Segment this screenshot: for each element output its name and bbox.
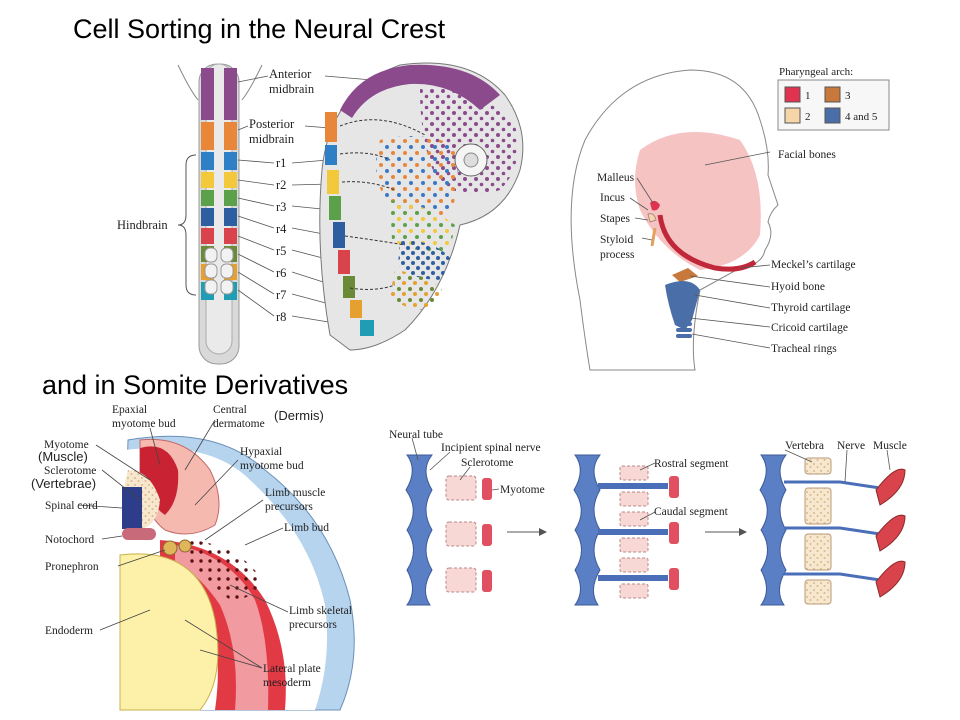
label-facial-bones: Facial bones: [778, 149, 836, 161]
legend-swatch-3: [824, 86, 841, 103]
label-r6: r6: [276, 266, 286, 280]
styloid-shape: [650, 227, 657, 247]
label-rostral-segment: Rostral segment: [654, 458, 729, 470]
myotome-blocks-stage2: [669, 476, 679, 590]
label-malleus: Malleus: [597, 172, 635, 184]
hyoid-shape: [672, 268, 698, 282]
legend-label-3: 3: [845, 90, 851, 102]
annotation-muscle: (Muscle): [38, 449, 88, 464]
somite-bumps: [204, 247, 234, 295]
label-hindbrain: Hindbrain: [117, 218, 168, 232]
posterior-midbrain-band-left: [201, 122, 214, 150]
embryo-outline: [177, 64, 263, 101]
neural-crest-diagram: Anterior midbrain Posterior midbrain Hin…: [117, 62, 524, 365]
pharyngeal-legend: Pharyngeal arch: 1 3 2 4 and 5: [777, 66, 890, 131]
label-r7: r7: [276, 288, 286, 302]
label-sclerotome-spinal: Sclerotome: [461, 457, 513, 469]
label-hypaxial: Hypaxial myotome bud: [240, 446, 304, 472]
neural-tube-stage3: [759, 454, 788, 606]
label-pronephron: Pronephron: [45, 561, 99, 573]
pharyngeal-diagram: Pharyngeal arch: 1 3 2 4 and 5 Facial bo…: [570, 66, 890, 371]
label-lateral-plate: Lateral plate mesoderm: [263, 663, 324, 689]
label-tracheal: Tracheal rings: [771, 343, 837, 355]
neural-tube-stage1: [405, 454, 434, 606]
vertebrae-stage3: [804, 457, 832, 605]
spinal-leaders: [411, 437, 891, 521]
tracheal-rings-shape: [676, 322, 692, 338]
legend-swatch-1: [784, 86, 801, 103]
label-incus: Incus: [600, 192, 625, 204]
annotation-vertebrae: (Vertebrae): [31, 476, 96, 491]
embryo-side-view: [319, 62, 524, 351]
label-r2: r2: [276, 178, 286, 192]
nerves-stage2: [598, 483, 668, 581]
malleus-shape: [650, 200, 660, 211]
label-incipient-spinal-nerve: Incipient spinal nerve: [441, 442, 541, 454]
nerves-stage3: [784, 480, 881, 582]
spinal-nerve-diagram: Neural tube Incipient spinal nerve Scler…: [389, 429, 907, 606]
sclerotome-blocks-stage1: [445, 475, 477, 593]
title-neural-crest: Cell Sorting in the Neural Crest: [73, 14, 446, 44]
sclerotome-segments-stage2: [619, 465, 649, 599]
meckels-cartilage: [657, 214, 757, 272]
label-r3: r3: [276, 200, 286, 214]
pharyngeal-leaders: [629, 151, 771, 349]
legend-title: Pharyngeal arch:: [779, 66, 853, 78]
rhombomere-labels: r1 r2 r3 r4 r5 r6 r7 r8: [276, 156, 287, 324]
label-r8: r8: [276, 310, 286, 324]
label-hyoid: Hyoid bone: [771, 281, 825, 293]
legend-label-4-5: 4 and 5: [845, 111, 878, 123]
label-myotome: Myotome: [44, 439, 89, 451]
rhombomere-bands: [201, 152, 237, 300]
label-neural-tube: Neural tube: [389, 429, 443, 441]
somite-cross-section: Epaxial myotome bud Central dermatome My…: [31, 404, 355, 711]
label-caudal-segment: Caudal segment: [654, 506, 729, 518]
anterior-midbrain-band-left: [201, 68, 214, 120]
label-epaxial: Epaxial myotome bud: [112, 404, 176, 430]
label-thyroid: Thyroid cartilage: [771, 302, 851, 314]
label-central-dermatome: Central dermatome: [213, 404, 265, 430]
label-stapes: Stapes: [600, 213, 631, 225]
label-notochord: Notochord: [45, 534, 94, 546]
posterior-midbrain-band-right: [224, 122, 237, 150]
label-limb-bud: Limb bud: [284, 522, 329, 534]
label-anterior-midbrain: Anterior midbrain: [269, 67, 315, 96]
hindbrain-bracket: [177, 154, 197, 296]
muscles-stage3: [875, 468, 906, 598]
label-meckels: Meckel’s cartilage: [771, 259, 856, 271]
notochord-shape: [122, 528, 156, 540]
label-limb-skeletal: Limb skeletal precursors: [289, 605, 355, 631]
legend-label-1: 1: [805, 90, 811, 102]
label-vertebra: Vertebra: [785, 440, 824, 452]
label-styloid-process: Styloid process: [600, 234, 636, 261]
neural-tube-stage2: [573, 454, 602, 606]
myotome-blocks-stage1: [482, 478, 492, 592]
legend-swatch-4-5: [824, 107, 841, 124]
somite-leaders: [77, 419, 289, 669]
label-limb-muscle: Limb muscle precursors: [265, 487, 328, 513]
label-cricoid: Cricoid cartilage: [771, 322, 848, 334]
anterior-midbrain-band-right: [224, 68, 237, 120]
label-nerve: Nerve: [837, 440, 865, 452]
annotation-dermis: (Dermis): [274, 408, 324, 423]
legend-swatch-2: [784, 107, 801, 124]
title-somite-derivatives: and in Somite Derivatives: [42, 370, 349, 400]
label-muscle: Muscle: [873, 440, 907, 452]
label-myotome-spinal: Myotome: [500, 484, 545, 496]
label-r4: r4: [276, 222, 287, 236]
label-sclerotome: Sclerotome: [44, 465, 96, 477]
label-endoderm: Endoderm: [45, 625, 93, 637]
label-r1: r1: [276, 156, 286, 170]
label-spinal-cord: Spinal cord: [45, 500, 98, 512]
legend-label-2: 2: [805, 111, 811, 123]
stapes-shape: [647, 213, 657, 223]
label-r5: r5: [276, 244, 286, 258]
label-posterior-midbrain: Posterior midbrain: [249, 117, 297, 146]
